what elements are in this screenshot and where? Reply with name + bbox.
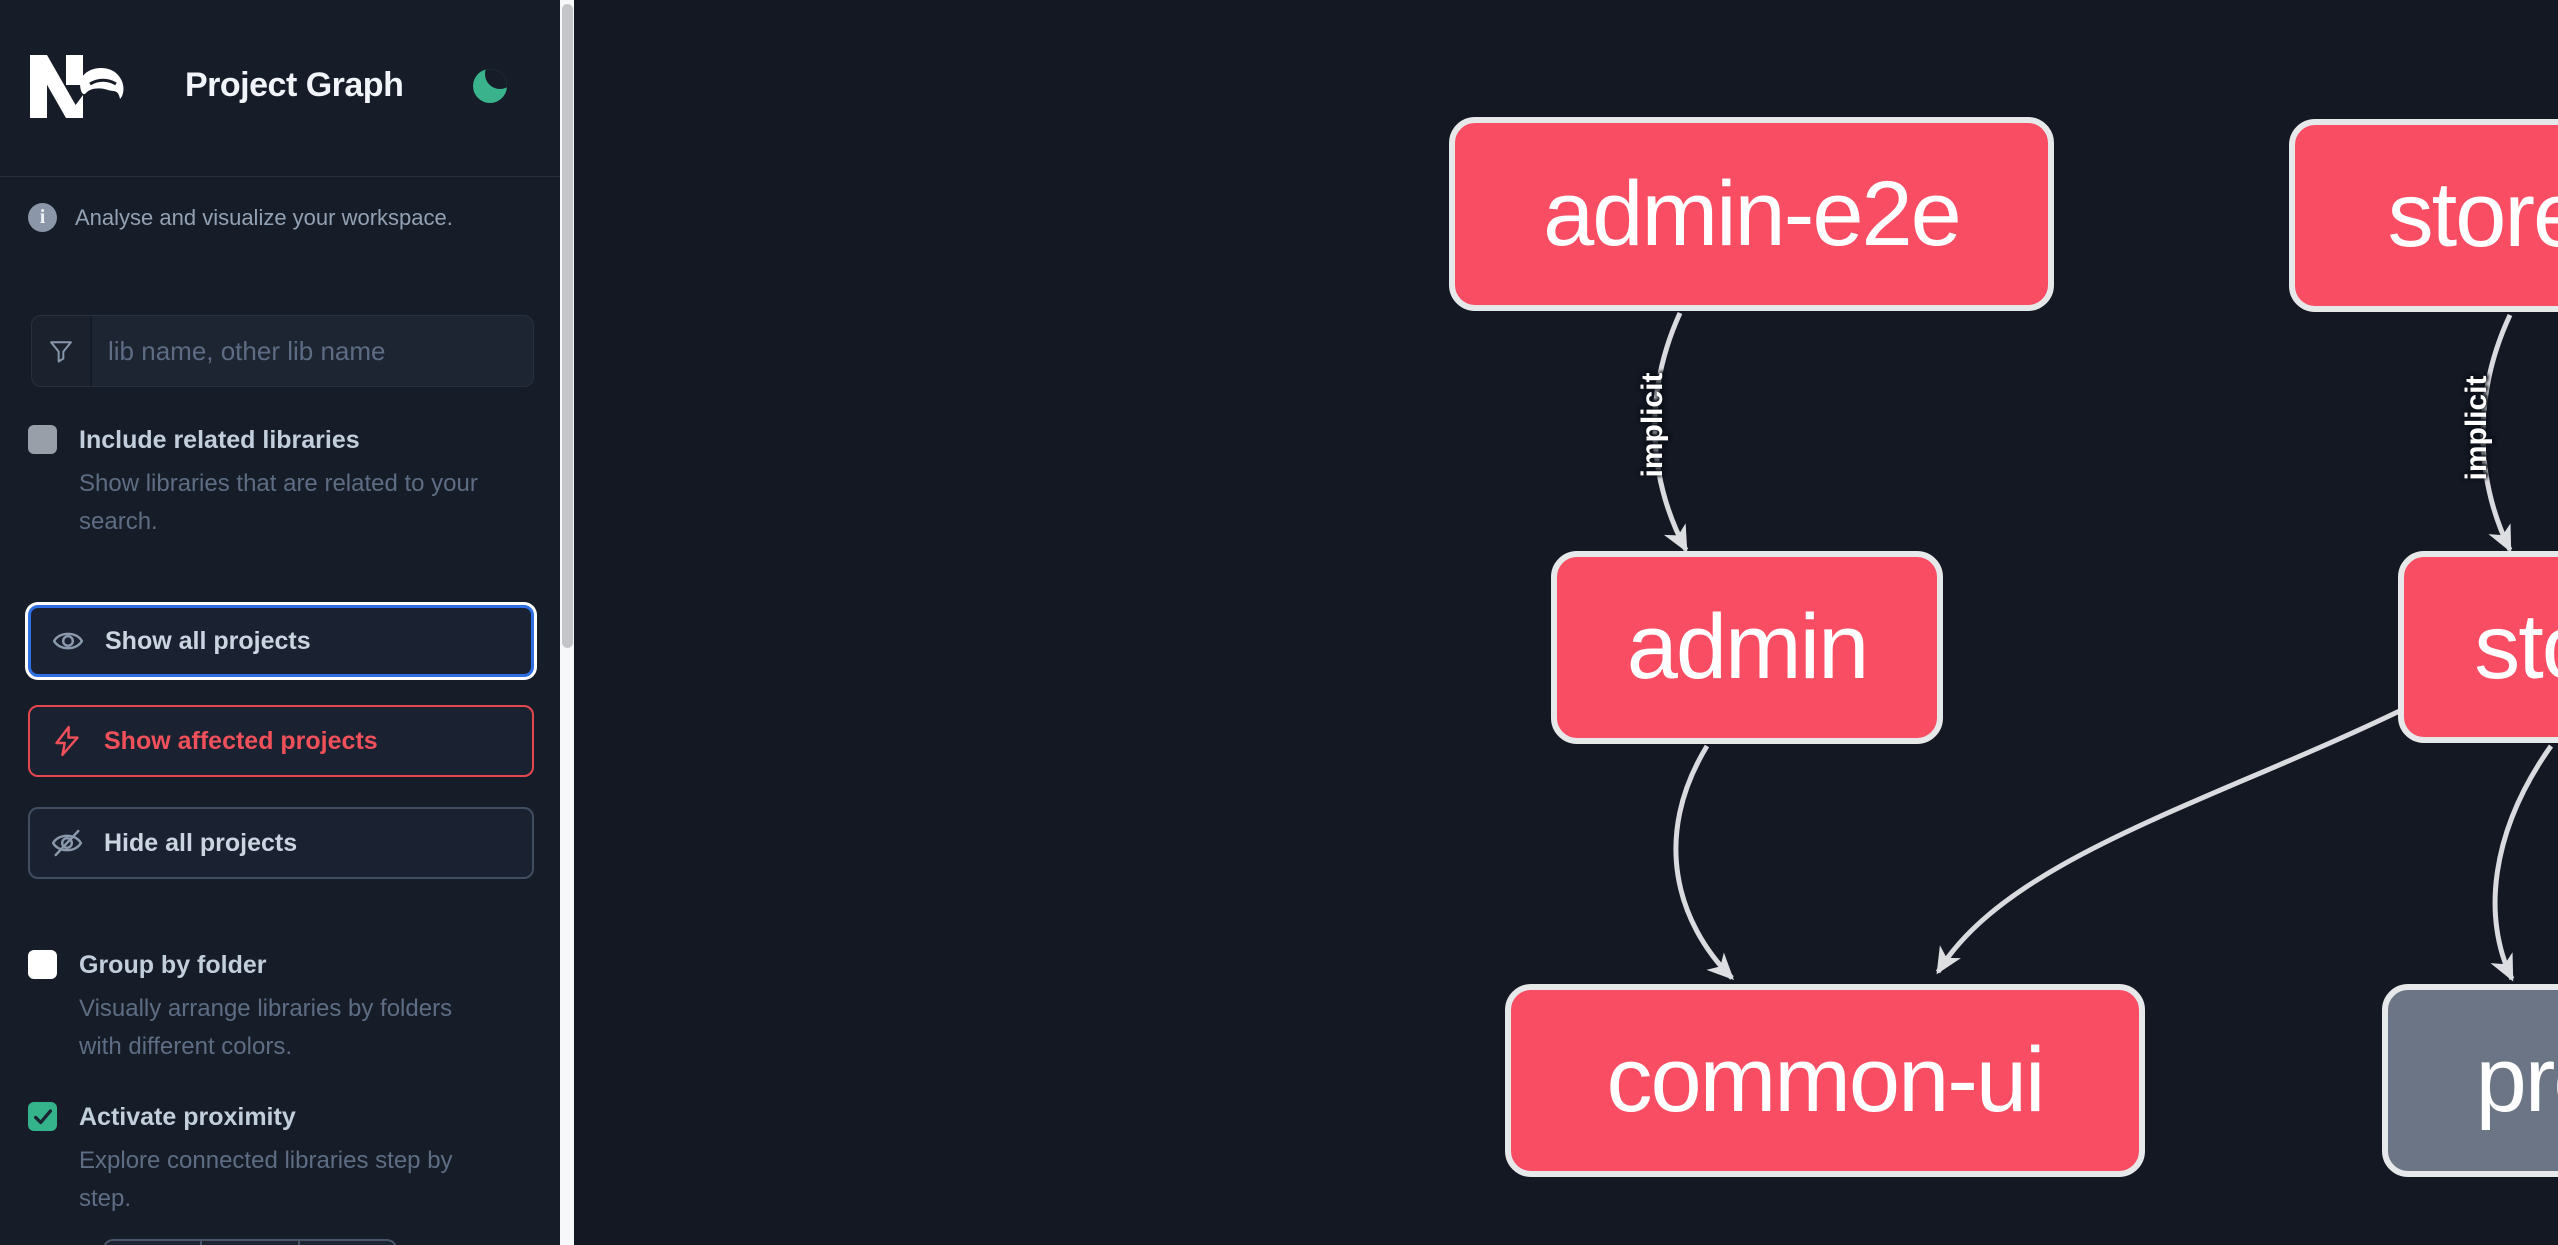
checkbox-description: Show libraries that are related to your … [79,470,478,535]
checkbox-activate-proximity[interactable]: Activate proximity Explore connected lib… [28,1102,534,1232]
info-icon: i [28,203,57,232]
info-text: Analyse and visualize your workspace. [75,204,453,230]
checkbox-checked[interactable] [28,1102,57,1131]
nx-logo [30,55,124,118]
checkbox-include-related-libraries[interactable]: Include related libraries Show libraries… [28,425,534,555]
check-icon [33,1108,52,1124]
edge-admin-e2e-to-admin[interactable] [1652,311,1689,553]
edge-label-store-e2e: implicit [2460,375,2493,481]
search-input[interactable] [92,316,533,386]
button-label: Show affected projects [104,726,378,755]
eye-icon [31,624,105,658]
edge-store-to-products[interactable] [2490,744,2554,982]
search-box [31,315,534,387]
show-all-projects-button[interactable]: Show all projects [28,605,534,677]
sidebar-scrollbar-track[interactable] [560,0,574,1245]
checkbox[interactable] [28,950,57,979]
button-label: Hide all projects [104,828,298,857]
show-affected-projects-button[interactable]: Show affected projects [28,705,534,777]
edge-store-e2e-to-store[interactable] [2480,313,2513,553]
hide-all-projects-button[interactable]: Hide all projects [28,807,534,879]
edge-label-admin-e2e: implicit [1636,372,1669,478]
funnel-icon [32,316,92,386]
sidebar-scrollbar-thumb[interactable] [561,4,573,648]
graph-node-common-ui[interactable]: common-ui [1505,984,2145,1177]
checkbox-label: Activate proximity [79,1103,296,1131]
checkbox[interactable] [28,425,57,454]
page-title: Project Graph [185,66,404,104]
checkbox-label: Group by folder [79,951,267,979]
graph-node-admin[interactable]: admin [1551,551,1943,744]
segment[interactable] [297,1241,395,1245]
theme-toggle-button[interactable] [473,69,509,105]
graph-node-store-e2e[interactable]: store-e2e [2289,119,2558,312]
zoom-segmented-control[interactable] [103,1239,397,1245]
checkbox-description: Visually arrange libraries by folders wi… [79,995,453,1060]
sidebar: Project Graph i Analyse and visualize yo… [0,0,560,1245]
sidebar-header: Project Graph [0,0,560,177]
graph-node-store[interactable]: store [2398,551,2558,743]
workspace-info: i Analyse and visualize your workspace. [28,203,453,232]
checkbox-description: Explore connected libraries step by step… [79,1147,453,1212]
eye-off-icon [30,826,104,860]
bolt-icon [30,724,104,758]
graph-edges [1652,311,2554,982]
segment[interactable] [105,1241,200,1245]
edge-store-to-common-ui[interactable] [1935,701,2416,975]
graph-node-admin-e2e[interactable]: admin-e2e [1449,117,2054,311]
checkbox-label: Include related libraries [79,426,360,454]
graph-canvas[interactable]: admin-e2e store-e2e admin store common-ui pro… [574,0,2558,1245]
moon-icon [473,69,507,103]
checkbox-group-by-folder[interactable]: Group by folder Visually arrange librari… [28,950,534,1080]
button-label: Show all projects [105,626,311,655]
segment[interactable] [200,1241,297,1245]
graph-node-products[interactable]: products [2382,984,2558,1177]
edge-admin-to-common-ui[interactable] [1673,744,1734,980]
